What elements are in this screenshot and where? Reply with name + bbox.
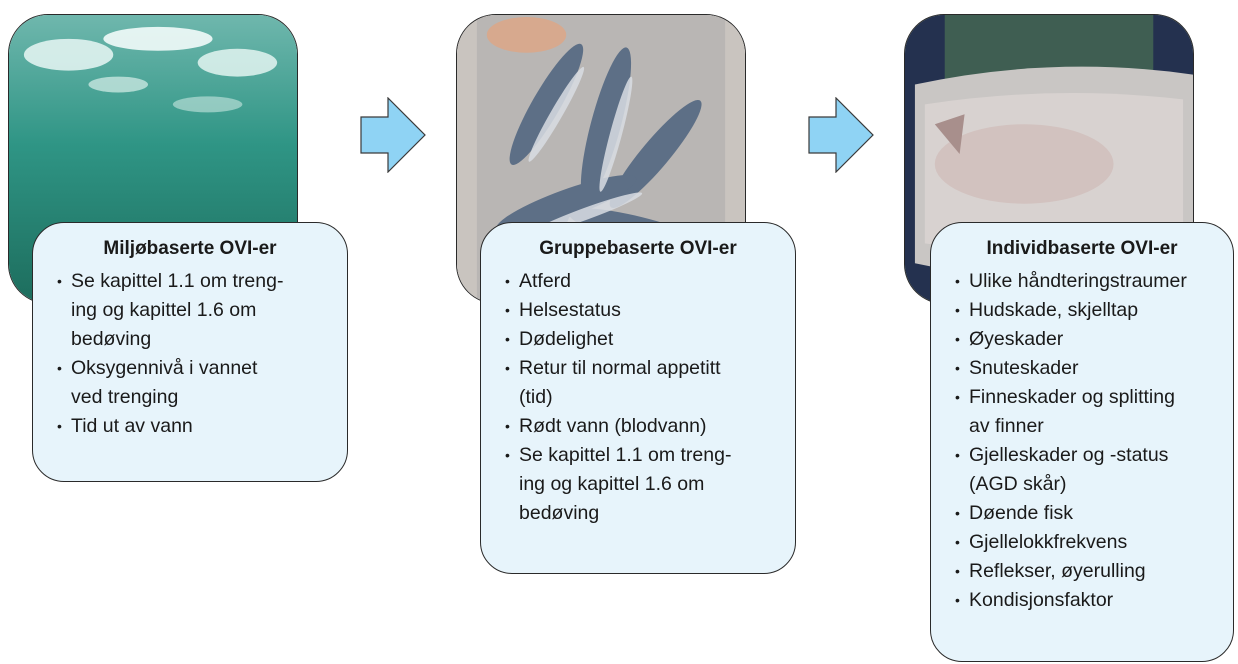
list-item-continuation: ved trenging bbox=[71, 386, 179, 408]
list-item-continuation: bedøving bbox=[71, 328, 152, 350]
list-item: Finneskader og splitting bbox=[955, 383, 1219, 412]
list-item-continuation: bedøving bbox=[519, 502, 600, 524]
list-item: Døende fisk bbox=[955, 499, 1219, 528]
card-title: Gruppebaserte OVI-er bbox=[539, 238, 737, 259]
list-item: Gjelleskader og -status bbox=[955, 441, 1219, 470]
indicator-list: Se kapittel 1.1 om treng- ing og kapitte… bbox=[57, 267, 333, 441]
arrow-right-icon bbox=[360, 97, 426, 173]
list-item: Se kapittel 1.1 om treng- bbox=[505, 441, 781, 470]
indicator-list: Ulike håndteringstraumer Hudskade, skjel… bbox=[955, 267, 1219, 615]
list-item: Retur til normal appetitt bbox=[505, 354, 781, 383]
list-item: Ulike håndteringstraumer bbox=[955, 267, 1219, 296]
list-item: Atferd bbox=[505, 267, 781, 296]
list-item-continuation: av finner bbox=[969, 415, 1044, 437]
stage-card-individual: Individbaserte OVI-er Ulike håndteringst… bbox=[930, 222, 1234, 662]
list-item: Kondisjonsfaktor bbox=[955, 586, 1219, 615]
arrow-right-icon bbox=[808, 97, 874, 173]
list-item: Helsestatus bbox=[505, 296, 781, 325]
card-title: Individbaserte OVI-er bbox=[986, 238, 1178, 259]
list-item-continuation: ing og kapittel 1.6 om bbox=[71, 299, 257, 321]
list-item: Dødelighet bbox=[505, 325, 781, 354]
list-item: Gjellelokkfrekvens bbox=[955, 528, 1219, 557]
list-item-continuation: (tid) bbox=[519, 386, 553, 408]
stage-card-environment: Miljøbaserte OVI-er Se kapittel 1.1 om t… bbox=[32, 222, 348, 482]
list-item: Tid ut av vann bbox=[57, 412, 333, 441]
list-item: Snuteskader bbox=[955, 354, 1219, 383]
list-item: Oksygennivå i vannet bbox=[57, 354, 333, 383]
indicator-list: Atferd Helsestatus Dødelighet Retur til … bbox=[505, 267, 781, 528]
list-item-continuation: ing og kapittel 1.6 om bbox=[519, 473, 705, 495]
stage-card-group: Gruppebaserte OVI-er Atferd Helsestatus … bbox=[480, 222, 796, 574]
list-item: Rødt vann (blodvann) bbox=[505, 412, 781, 441]
list-item-continuation: (AGD skår) bbox=[969, 473, 1067, 495]
list-item: Øyeskader bbox=[955, 325, 1219, 354]
list-item: Se kapittel 1.1 om treng- bbox=[57, 267, 333, 296]
card-title: Miljøbaserte OVI-er bbox=[103, 238, 277, 259]
list-item: Reflekser, øyerulling bbox=[955, 557, 1219, 586]
list-item: Hudskade, skjelltap bbox=[955, 296, 1219, 325]
